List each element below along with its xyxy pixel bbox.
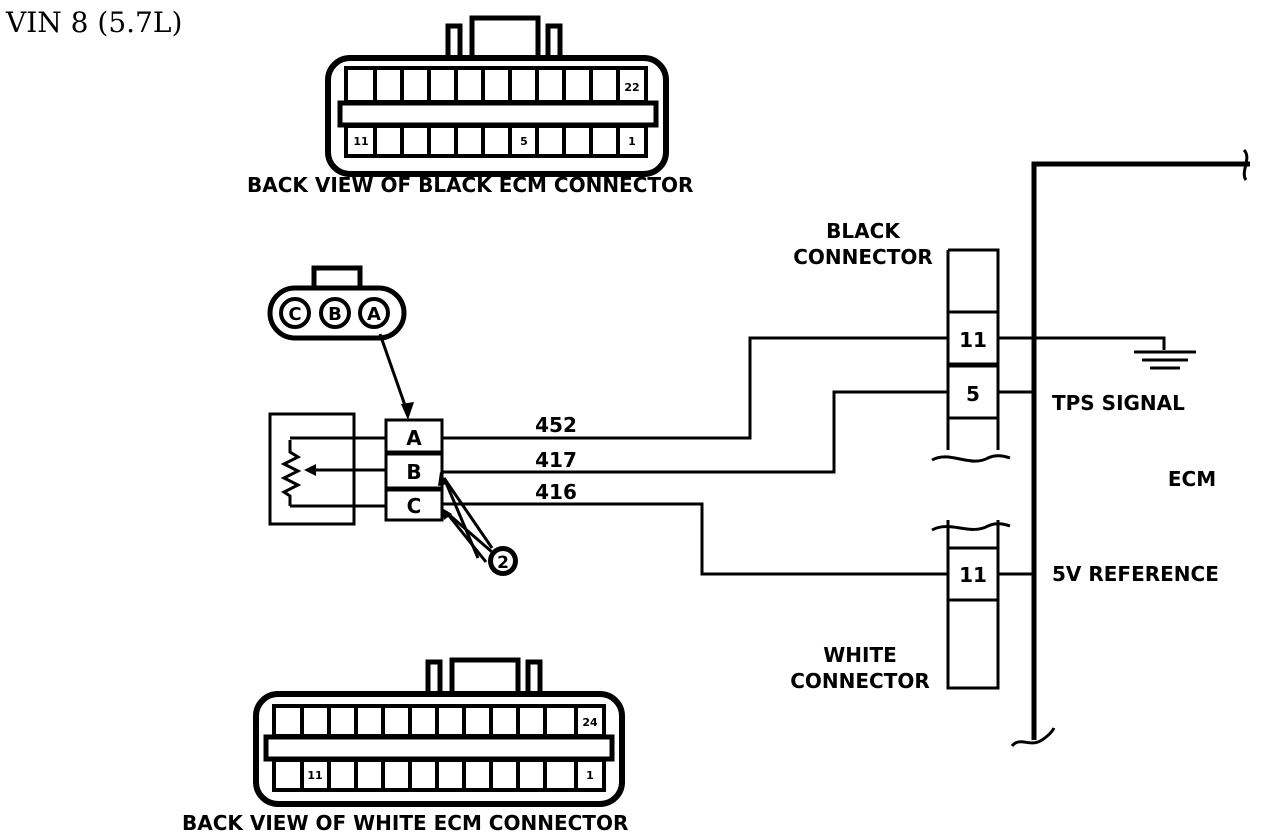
terminal-b-label: B [406,460,421,484]
black-ecm-connector-caption: BACK VIEW OF BLACK ECM CONNECTOR [247,173,693,197]
white-ecm-pin-1-label: 1 [586,769,594,782]
5v-reference-label: 5V REFERENCE [1052,562,1219,586]
white-ecm-pin-24-label: 24 [582,716,598,729]
black-connector-pin-5: 5 [966,382,980,406]
black-ecm-pin-11-label: 11 [353,135,368,148]
throttle-position-sensor [268,412,386,526]
connector-leader-arrowhead [401,402,414,420]
black-ecm-connector-back-view: 22 11 5 1 [325,15,669,177]
black-connector-inline [931,248,1011,463]
callout-2: 2 [438,472,518,576]
tps-signal-label: TPS SIGNAL [1052,391,1185,415]
ecm-label: ECM [1168,467,1216,491]
terminal-c-label: C [407,494,422,518]
white-ecm-connector-caption: BACK VIEW OF WHITE ECM CONNECTOR [182,811,628,834]
black-connector-pin-11: 11 [959,328,987,352]
tps-connector-pin-b: B [328,304,342,325]
white-connector-label-line2: CONNECTOR [790,669,930,693]
black-ecm-pin-22-label: 22 [624,81,639,94]
wire-416-label: 416 [535,480,577,504]
white-ecm-connector-back-view: 24 11 1 [253,657,625,807]
diagram-title: VIN 8 (5.7L) [5,6,182,39]
tps-connector-pin-a: A [367,304,381,325]
sensor-terminal-block: A B C [384,418,444,522]
connector-leader-arrow [378,333,410,415]
black-ecm-pin-1-label: 1 [628,135,636,148]
black-connector-label-line2: CONNECTOR [793,245,933,269]
white-connector-pin-11: 11 [959,563,987,587]
tps-harness-connector: C B A [267,265,407,341]
wire-416 [442,502,948,576]
wire-452-label: 452 [535,413,577,437]
terminal-a-label: A [406,426,422,450]
wire-417-label: 417 [535,448,577,472]
white-connector-inline [931,520,1011,690]
callout-2-label: 2 [497,553,509,573]
ecm-boundary [998,148,1250,748]
tps-connector-pin-c: C [288,304,301,325]
wire-452 [442,336,948,440]
wiper-arrowhead [304,464,316,476]
white-ecm-pin-11-label: 11 [307,769,322,782]
white-connector-label-line1: WHITE [823,643,897,667]
wire-417 [442,390,948,474]
black-connector-label-line1: BLACK [826,219,901,243]
black-ecm-pin-5-label: 5 [520,135,528,148]
